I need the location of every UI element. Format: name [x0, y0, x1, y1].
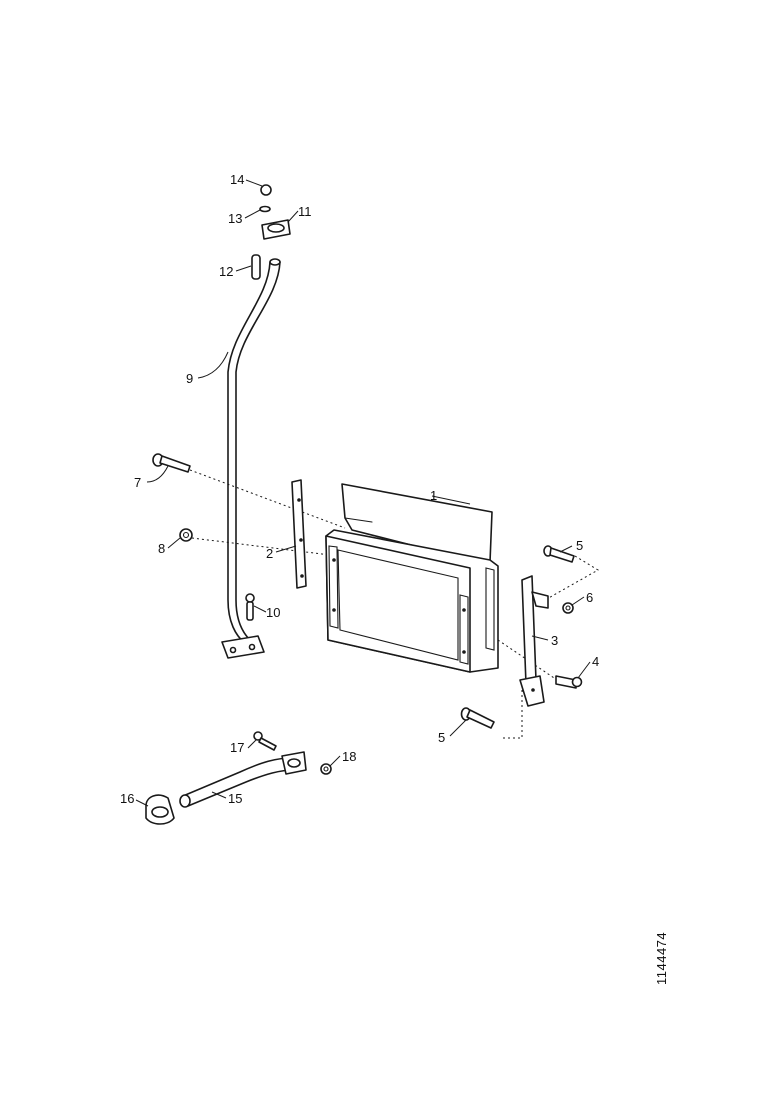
leader-lines: [135, 179, 591, 807]
callout-5-lower: 5: [438, 730, 445, 745]
washer-part-13: [259, 205, 271, 213]
bracket-part-3: [519, 575, 549, 707]
nut-part-8: [179, 528, 193, 542]
callout-8: 8: [158, 541, 165, 556]
callout-labels: 14 13 11 12 9 7 8 2 1 5 6 3 4 5 10 17 18…: [120, 172, 599, 806]
callout-11: 11: [298, 204, 312, 219]
assembly-line-lower: [191, 537, 331, 556]
callout-12: 12: [219, 264, 233, 279]
top-flange-part-11: [261, 219, 291, 240]
callout-6: 6: [586, 590, 593, 605]
sleeve-part-12: [251, 254, 261, 280]
bolt-part-17: [253, 731, 277, 751]
end-flange-part-15: [281, 751, 307, 775]
bolt-part-5-lower: [460, 707, 495, 729]
nut-part-4: [555, 675, 583, 689]
callout-5-upper: 5: [576, 538, 583, 553]
bolt-part-10: [245, 593, 255, 621]
callout-14: 14: [230, 172, 244, 187]
nut-part-18: [320, 763, 332, 775]
callout-3: 3: [551, 633, 558, 648]
callout-2: 2: [266, 546, 273, 561]
callout-18: 18: [342, 749, 356, 764]
bracket-part-2: [291, 479, 307, 589]
document-reference-number: 1144474: [654, 932, 669, 985]
callout-15: 15: [228, 791, 242, 806]
callout-4: 4: [592, 654, 599, 669]
callout-1: 1: [430, 488, 437, 503]
nut-part-14: [260, 184, 272, 196]
callout-17: 17: [230, 740, 244, 755]
nut-part-6: [562, 602, 574, 614]
callout-9: 9: [186, 371, 193, 386]
pipe-part-9: [221, 258, 281, 659]
bolt-part-7: [152, 453, 191, 473]
radiator-part-1: [325, 483, 499, 673]
bolt-part-5-upper: [543, 545, 575, 563]
callout-10: 10: [266, 605, 280, 620]
callout-7: 7: [134, 475, 141, 490]
callout-16: 16: [120, 791, 134, 806]
callout-13: 13: [228, 211, 242, 226]
flange-part-16: [145, 794, 175, 825]
assembly-line-bolt5a: [544, 555, 599, 601]
assembly-line-upper: [189, 469, 346, 529]
assembly-line-bolt5b: [500, 690, 523, 739]
